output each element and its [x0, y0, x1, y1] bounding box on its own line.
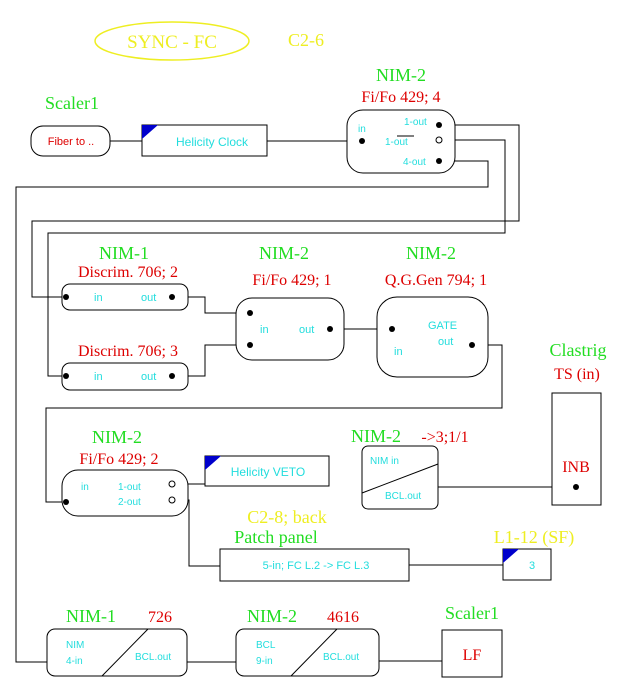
qggen-box	[376, 296, 489, 378]
scaler1-bottom-label: Scaler1	[445, 603, 499, 623]
fifo4-out4-label: 4-out	[403, 157, 426, 168]
translator-diagonal	[361, 463, 439, 494]
translator-title: ->3;1/1	[421, 429, 468, 446]
fifo2-in-label: in	[81, 482, 89, 493]
fifo2-out2-label: 2-out	[118, 497, 141, 508]
discrim2-in-port	[63, 294, 69, 300]
qggen-gate-port	[389, 326, 395, 332]
l1-12-label: L1-12 (SF)	[494, 527, 575, 548]
translator-bcl-out-label: BCL.out	[385, 491, 421, 502]
nim2-4616-9in-label: 9-in	[256, 656, 273, 667]
location-label: C2-6	[288, 30, 324, 50]
fifo2-in-port	[63, 499, 69, 505]
nim1-726-bcl-out-label: BCL.out	[135, 652, 171, 663]
fifo1-in-port-a	[247, 310, 253, 316]
nim1-726-4in-label: 4-in	[66, 656, 83, 667]
discrim2-title: Discrim. 706; 2	[78, 264, 178, 281]
l1-12-channel: 3	[529, 560, 535, 572]
patch-location-label: C2-8; back	[247, 507, 326, 527]
title-ellipse	[94, 21, 250, 61]
fifo4-out1-port	[436, 122, 442, 128]
fifo2-crate-label: NIM-2	[92, 427, 142, 447]
diagram-title: SYNC - FC	[127, 32, 217, 53]
helicity-clock-text: Helicity Clock	[176, 135, 249, 149]
fifo4-box	[346, 109, 456, 174]
patch-panel-label: Patch panel	[234, 527, 317, 547]
clastrig-inb-port	[573, 484, 579, 490]
fifo1-in-label: in	[260, 324, 269, 336]
fiber-box	[30, 125, 111, 157]
fifo2-out2-port	[168, 496, 176, 504]
discrim2-out-port	[169, 294, 175, 300]
patch-panel-text: 5-in; FC L.2 -> FC L.3	[263, 560, 370, 572]
discrim3-out-label: out	[141, 371, 156, 383]
scaler1-lf-box	[441, 629, 503, 678]
fifo4-title: Fi/Fo 429; 4	[361, 89, 440, 106]
nim2-4616-bcl-out-label: BCL.out	[323, 652, 359, 663]
fifo1-crate-label: NIM-2	[259, 243, 309, 263]
fifo1-in-port-b	[247, 342, 253, 348]
discrim3-box	[61, 362, 189, 391]
clastrig-title: TS (in)	[554, 366, 600, 383]
fifo2-out1-label: 1-out	[118, 482, 141, 493]
fifo1-box	[235, 297, 345, 361]
discrim2-box	[61, 283, 189, 311]
patch-panel-box	[219, 548, 410, 582]
discrim2-out-label: out	[141, 292, 156, 304]
qggen-out-port	[469, 342, 475, 348]
fifo2-box	[61, 469, 189, 517]
nim1-726-crate-label: NIM-1	[66, 606, 116, 626]
fifo4-out1bar-port	[435, 136, 443, 144]
translator-crate-label: NIM-2	[351, 426, 401, 446]
nim2-4616-crate-label: NIM-2	[247, 606, 297, 626]
nim2-4616-bcl-label: BCL	[256, 640, 276, 651]
fifo4-out1-label: 1-out	[404, 117, 427, 128]
discrim3-title: Discrim. 706; 3	[78, 343, 178, 360]
fifo2-title: Fi/Fo 429; 2	[79, 451, 158, 468]
clastrig-label: Clastrig	[550, 340, 607, 360]
qggen-out-label: out	[438, 336, 453, 348]
fifo4-out1bar-label: 1-out	[385, 137, 408, 148]
fifo4-out4-port	[436, 158, 442, 164]
fifo4-in-port	[359, 138, 365, 144]
qggen-crate-label: NIM-2	[406, 243, 456, 263]
fifo2-out1-port	[168, 480, 176, 488]
translator-box	[361, 445, 439, 510]
nim1-726-title: 726	[148, 609, 172, 626]
discrim3-out-port	[169, 373, 175, 379]
fifo1-out-port	[327, 326, 333, 332]
helicity-veto-corner-icon	[205, 456, 221, 470]
discrim2-crate-label: NIM-1	[99, 243, 149, 263]
nim2-4616-diagonal	[290, 628, 338, 677]
nim2-4616-box	[235, 628, 380, 677]
fiber-box-text: Fiber to ..	[48, 136, 94, 148]
discrim3-in-label: in	[94, 371, 103, 383]
helicity-clock-box	[141, 124, 268, 157]
nim2-4616-title: 4616	[327, 609, 359, 626]
qggen-gate-label: GATE	[428, 320, 457, 332]
helicity-veto-box	[204, 455, 330, 487]
fifo4-in-label: in	[358, 124, 366, 135]
discrim2-in-label: in	[94, 292, 103, 304]
nim1-726-box	[46, 628, 188, 677]
translator-nim-in-label: NIM in	[370, 456, 399, 467]
qggen-in-label: in	[394, 346, 403, 358]
fifo1-title: Fi/Fo 429; 1	[252, 272, 331, 289]
l1-12-corner-icon	[503, 549, 519, 563]
helicity-clock-corner-icon	[142, 125, 158, 139]
nim1-726-diagonal	[101, 628, 149, 677]
fifo4-crate-label: NIM-2	[376, 65, 426, 85]
fifo1-out-label: out	[299, 324, 314, 336]
scaler1-top-label: Scaler1	[45, 93, 99, 113]
qggen-title: Q.G.Gen 794; 1	[385, 272, 487, 289]
discrim3-in-port	[63, 373, 69, 379]
helicity-veto-text: Helicity VETO	[231, 465, 305, 479]
scaler1-lf-text: LF	[463, 647, 482, 664]
nim1-726-nim-label: NIM	[66, 640, 84, 651]
clastrig-inb-label: INB	[562, 459, 590, 476]
